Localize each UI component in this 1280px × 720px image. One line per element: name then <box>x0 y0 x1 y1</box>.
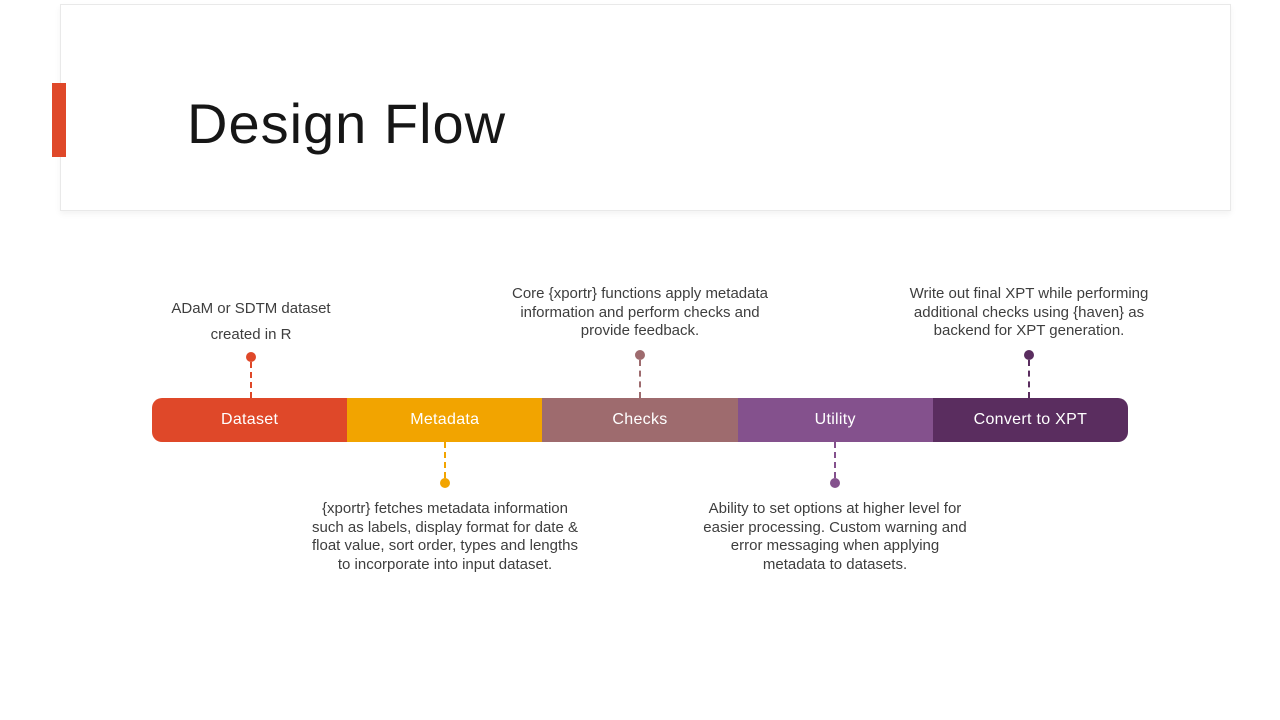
checks-connector-dot <box>635 350 645 360</box>
dataset-connector-line <box>250 362 252 398</box>
flow-segment-label: Dataset <box>220 411 279 428</box>
annotation-utility: Ability to set options at higher level f… <box>703 500 967 573</box>
flow-segment-label: Convert to XPT <box>973 411 1088 428</box>
flow-segment-utility: Utility <box>737 398 933 442</box>
utility-connector-dot <box>830 478 840 488</box>
flow-segment-label: Utility <box>814 411 856 428</box>
convert-to-xpt-connector-dot <box>1024 350 1034 360</box>
annotation-metadata: {xportr} fetches metadata information su… <box>312 500 578 573</box>
convert-to-xpt-connector-line <box>1028 360 1030 398</box>
flow-segment-label: Checks <box>612 411 668 428</box>
metadata-connector-dot <box>440 478 450 488</box>
dataset-connector-dot <box>246 352 256 362</box>
checks-connector-line <box>639 360 641 398</box>
metadata-connector-line <box>444 442 446 478</box>
annotation-checks: Core {xportr} functions apply metadata i… <box>512 285 768 339</box>
flow-segment-checks: Checks <box>542 398 738 442</box>
utility-connector-line <box>834 442 836 478</box>
flow-segment-label: Metadata <box>410 411 480 428</box>
annotation-dataset: ADaM or SDTM dataset created in R <box>171 300 331 343</box>
title-block: Design Flow <box>60 4 1231 211</box>
annotation-convert-to-xpt: Write out final XPT while performing add… <box>909 285 1149 339</box>
flow-segment-metadata: Metadata <box>347 398 543 442</box>
title-accent-bar <box>52 83 66 157</box>
flow-bar: Dataset Metadata Checks Utility Convert … <box>152 398 1128 442</box>
page-title: Design Flow <box>187 92 507 155</box>
flow-segment-dataset: Dataset <box>152 398 348 442</box>
flow-segment-convert-to-xpt: Convert to XPT <box>932 398 1128 442</box>
